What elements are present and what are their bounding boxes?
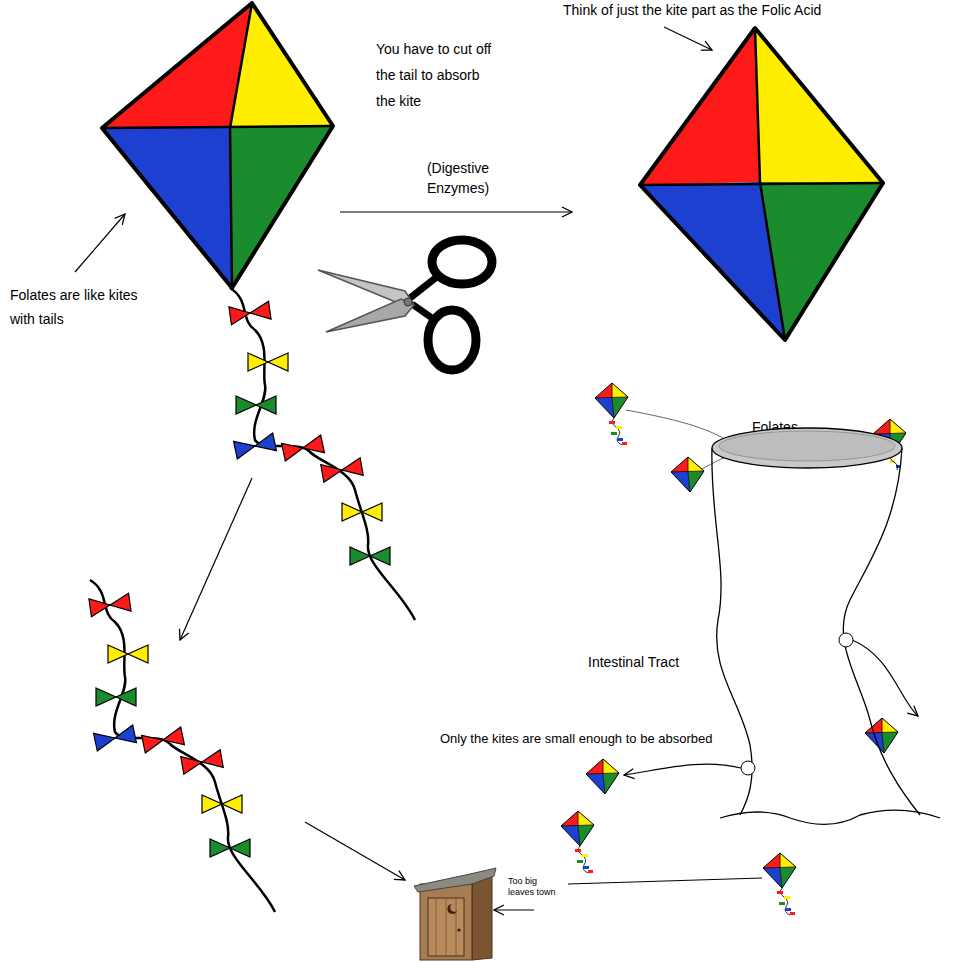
- note-text: Too big leaves town: [508, 876, 564, 898]
- intestine-outline: [580, 420, 950, 840]
- note-text: Folates are like kites with tails: [10, 283, 140, 331]
- big-kite: [102, 3, 333, 288]
- scissors: [318, 240, 492, 370]
- intestinal-tract: Intestinal Tract: [580, 420, 950, 840]
- arrows: [75, 27, 918, 910]
- kite-tail: [229, 288, 415, 620]
- organ-label: Intestinal Tract: [588, 653, 679, 671]
- note-text: Only the kites are small enough to be ab…: [440, 731, 712, 747]
- enzyme-label: (Digestive Enzymes): [408, 158, 508, 198]
- folate-kites: [561, 383, 906, 915]
- folic-acid-kite: [640, 28, 883, 340]
- outhouse: [414, 868, 496, 960]
- note-text: Think of just the kite part as the Folic…: [563, 1, 821, 19]
- cut-tail: [89, 580, 275, 912]
- note-text: You have to cut off the tail to absorb t…: [376, 36, 498, 114]
